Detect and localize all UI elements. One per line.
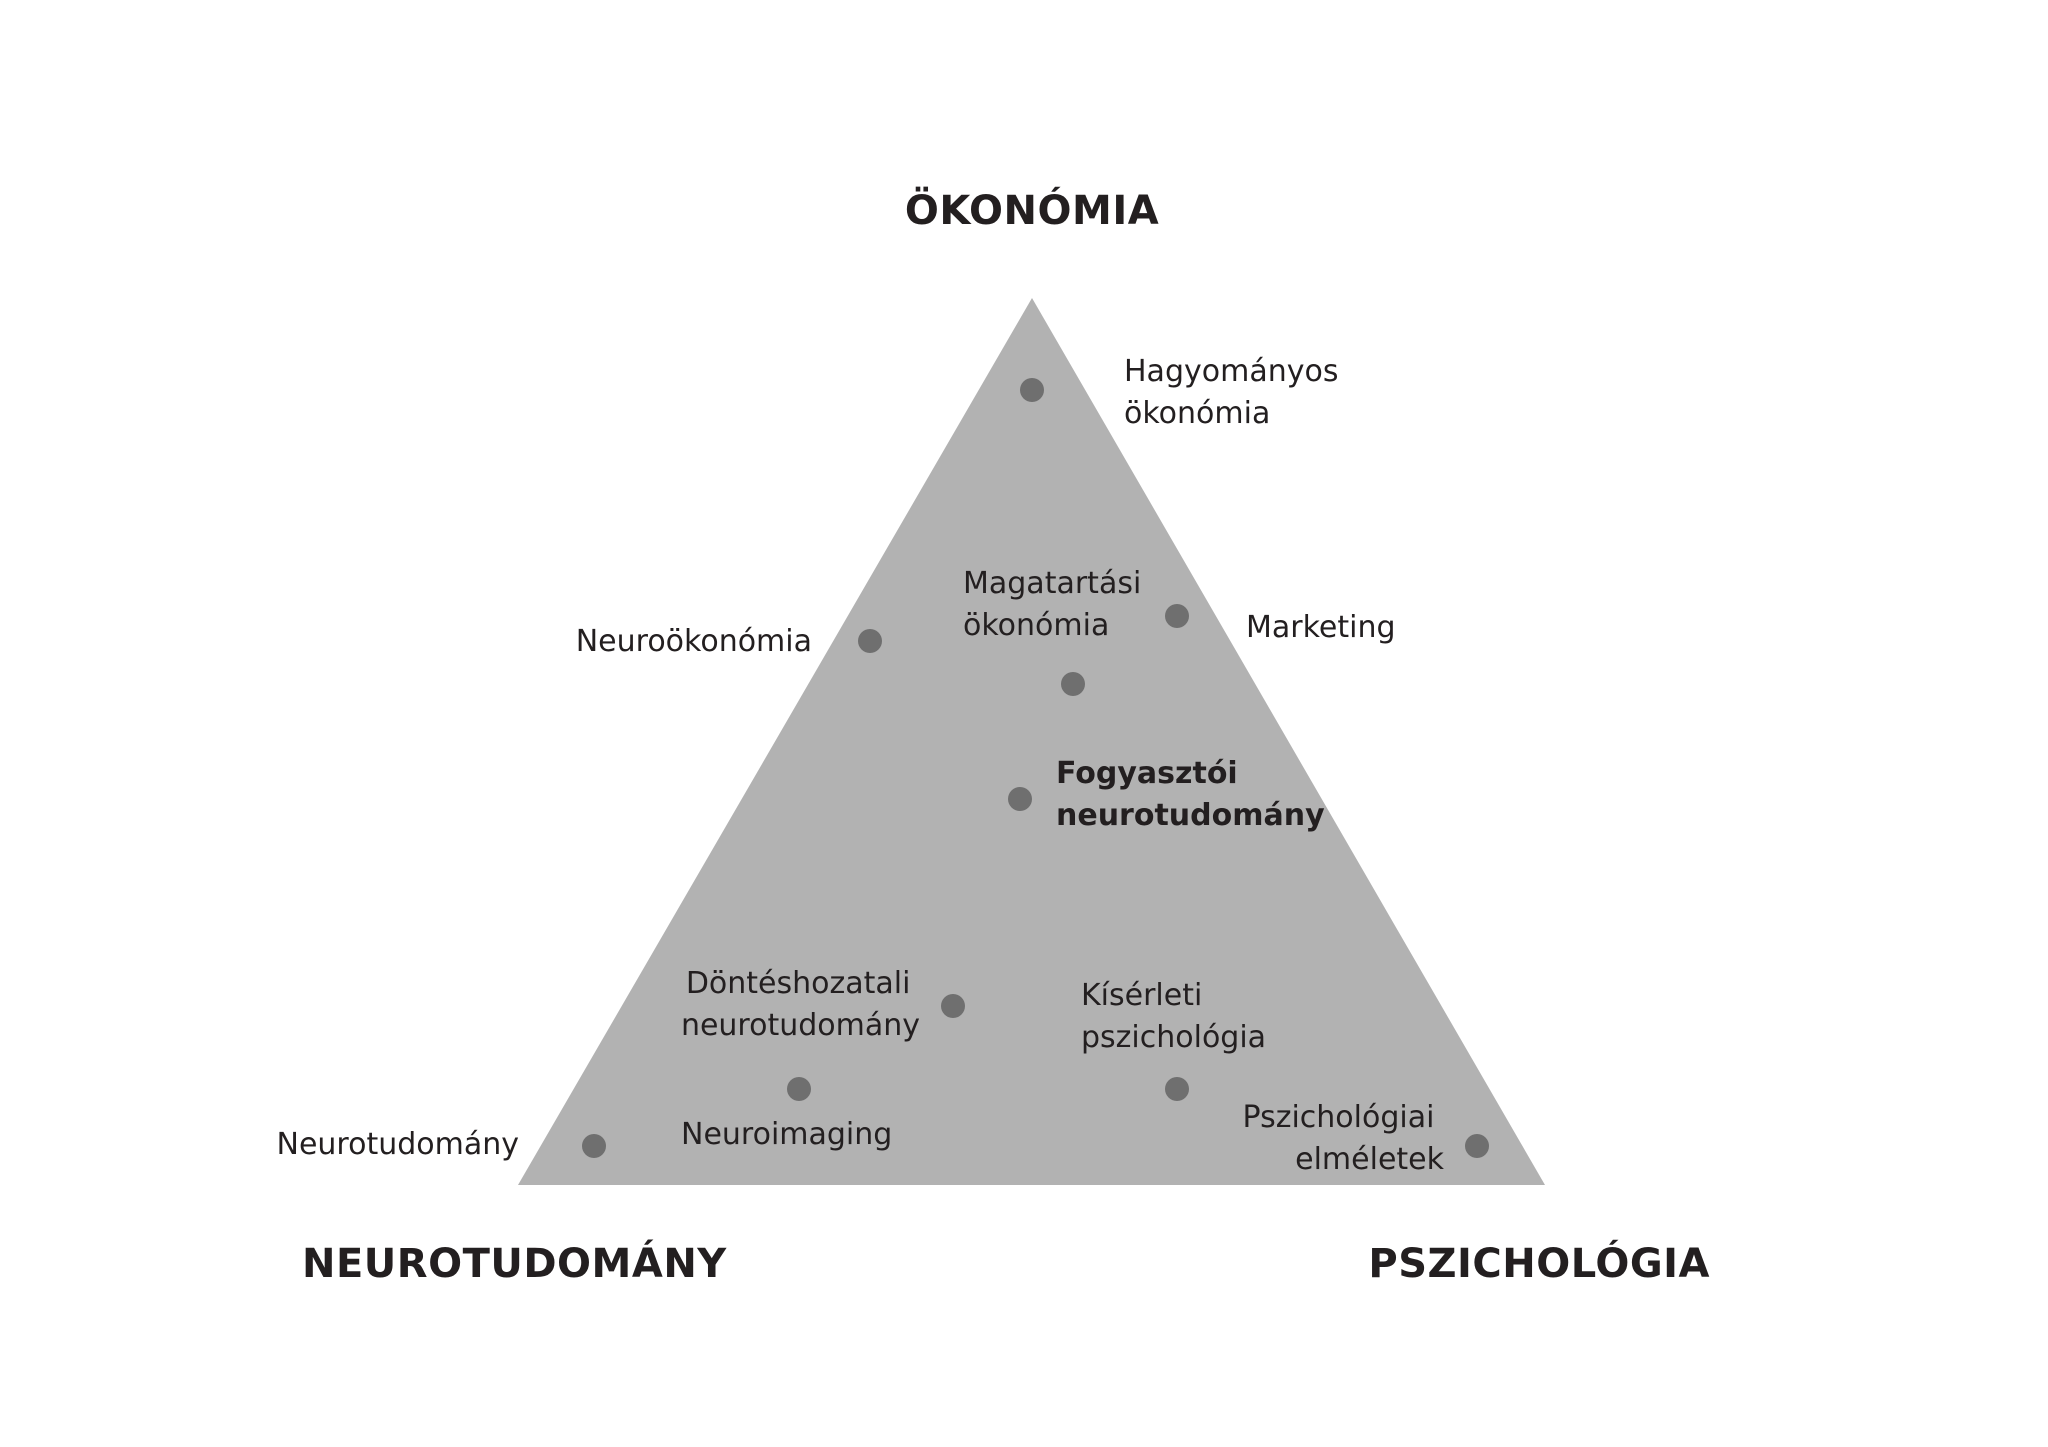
label-marketing: Marketing	[1246, 610, 1396, 645]
label-donteshozatali-neurotudomany: Döntéshozatali neurotudomány	[681, 966, 920, 1043]
dot-neurookonomia	[858, 629, 882, 653]
label-magatartasi-okonomia: Magatartási ökonómia	[963, 566, 1151, 643]
label-fogyasztoi-neurotudomany: Fogyasztói neurotudomány	[1056, 756, 1325, 833]
label-hagyomanyos-okonomia: Hagyományos ökonómia	[1124, 354, 1348, 431]
dot-pszichologiai-elmeletek	[1465, 1134, 1489, 1158]
dot-fogyasztoi-neurotudomany	[1008, 787, 1032, 811]
dot-neuroimaging	[787, 1077, 811, 1101]
dot-hagyomanyos-okonomia	[1020, 378, 1044, 402]
dot-magatartasi-okonomia	[1061, 672, 1085, 696]
dot-neurotudomany	[582, 1134, 606, 1158]
label-pszichologiai-elmeletek: Pszichológiai elméletek	[1243, 1100, 1445, 1177]
corner-title-top: ÖKONÓMIA	[905, 186, 1159, 234]
corner-title-bottom-right: PSZICHOLÓGIA	[1368, 1239, 1710, 1287]
dot-kiserleti-pszichologia	[1165, 1077, 1189, 1101]
corner-title-bottom-left: NEUROTUDOMÁNY	[302, 1239, 727, 1287]
dot-marketing	[1165, 604, 1189, 628]
dot-donteshozatali-neurotudomany	[941, 994, 965, 1018]
label-neurookonomia: Neuroökonómia	[576, 624, 812, 659]
label-neurotudomany: Neurotudomány	[277, 1127, 520, 1162]
triangle	[518, 298, 1545, 1185]
label-neuroimaging: Neuroimaging	[681, 1117, 892, 1152]
label-kiserleti-pszichologia: Kísérleti pszichológia	[1081, 978, 1266, 1055]
